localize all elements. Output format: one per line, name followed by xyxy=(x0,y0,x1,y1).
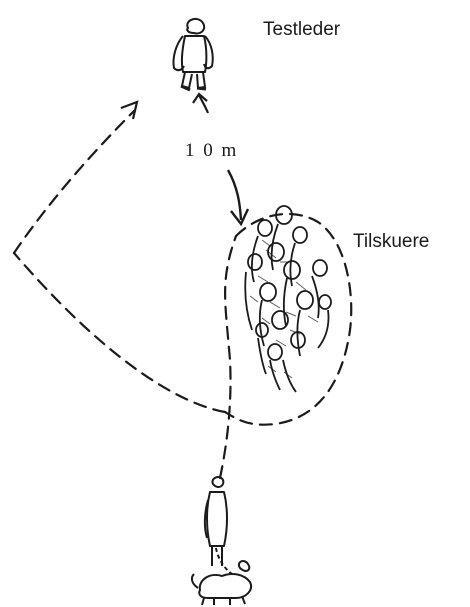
participant-with-dog-icon xyxy=(192,477,251,605)
distance-label: 1 0 m xyxy=(185,140,238,162)
arrow-to-leader xyxy=(193,94,208,113)
spectators-group-icon xyxy=(245,206,331,392)
arrow-to-spectators xyxy=(228,170,248,224)
spectators-label: Tilskuere xyxy=(353,231,429,253)
test-leader-figure-icon xyxy=(173,19,212,90)
route-arrowhead xyxy=(121,102,137,119)
test-leader-label: Testleder xyxy=(263,19,340,41)
dashed-route xyxy=(14,110,351,478)
